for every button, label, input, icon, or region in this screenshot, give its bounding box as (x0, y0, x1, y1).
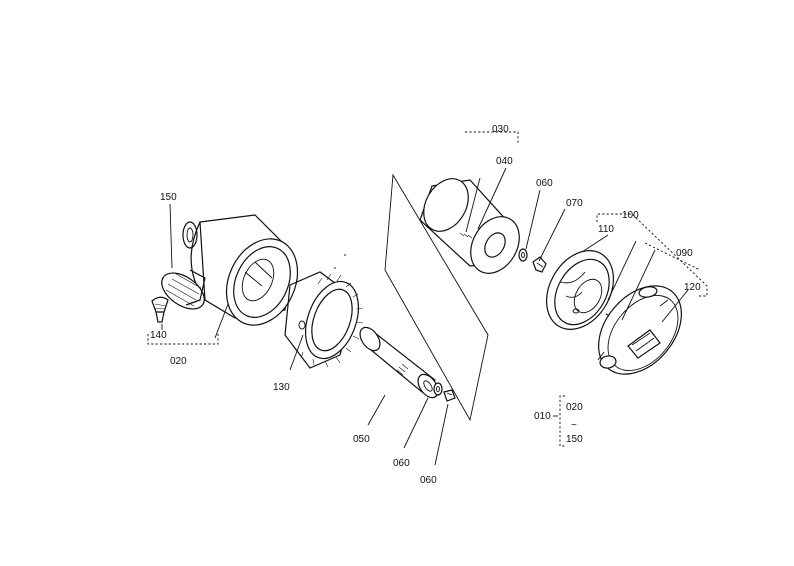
stray-dot (344, 254, 346, 256)
legend-assy-010: 010 (534, 411, 551, 422)
label-090: 090 (676, 248, 693, 259)
label-060-top: 060 (536, 178, 553, 189)
label-110: 110 (598, 224, 614, 235)
part-130-outer-element (284, 271, 364, 369)
label-050: 050 (353, 434, 370, 445)
group-brackets (147, 131, 708, 345)
section-plane-outline (384, 173, 489, 422)
part-060-washer-lower (433, 382, 443, 396)
legend-tilde: ~ (571, 420, 577, 431)
legend-sub-150: 150 (566, 434, 583, 445)
leader-lines (161, 167, 689, 466)
label-150: 150 (160, 192, 177, 203)
label-070: 070 (566, 198, 583, 209)
label-130: 130 (273, 382, 290, 393)
part-070-fitting (532, 256, 547, 273)
legend-sub-020: 020 (566, 402, 583, 413)
part-labels: 150 140 020 130 050 060 060 030 040 060 … (150, 124, 701, 486)
part-050-inner-element (359, 326, 439, 399)
stray-dot (334, 267, 336, 269)
part-110-baffle (545, 250, 615, 330)
label-100: 100 (622, 210, 639, 221)
label-060-bottom: 060 (420, 475, 437, 486)
assembly-legend: 010 020 ~ 150 (534, 395, 583, 447)
air-cleaner-body (182, 214, 299, 326)
part-120-cover (597, 285, 682, 375)
part-060-washer-upper (518, 248, 528, 262)
label-040: 040 (496, 156, 513, 167)
part-140-valve (151, 296, 169, 323)
part-040-primary-element (419, 178, 520, 274)
label-020: 020 (170, 356, 187, 367)
label-030: 030 (492, 124, 509, 135)
part-060-nut-lower (443, 389, 456, 402)
label-140: 140 (150, 330, 167, 341)
label-120: 120 (684, 282, 701, 293)
part-150-outlet (161, 269, 206, 310)
label-060-middle: 060 (393, 458, 410, 469)
